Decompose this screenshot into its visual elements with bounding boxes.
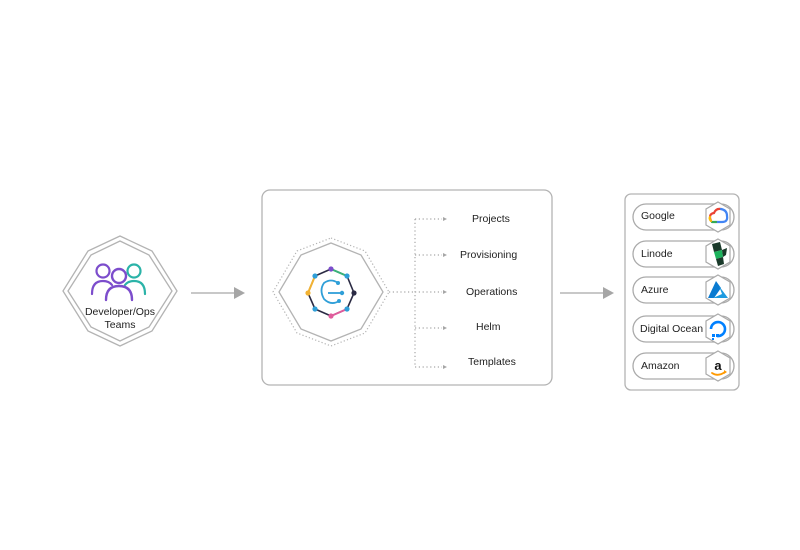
feature-helm: Helm bbox=[476, 321, 501, 333]
team-label: Developer/Ops Teams bbox=[70, 306, 170, 332]
platform-hexagon bbox=[272, 237, 390, 347]
provider-linode: Linode bbox=[641, 248, 673, 260]
platform-box bbox=[261, 189, 553, 386]
feature-branches bbox=[389, 218, 442, 368]
people-icon bbox=[90, 263, 147, 302]
feature-projects: Projects bbox=[472, 213, 510, 225]
team-hexagon bbox=[62, 235, 178, 347]
provider-amazon: Amazon bbox=[641, 360, 680, 372]
team-label-line2: Teams bbox=[104, 319, 136, 331]
svg-text:a: a bbox=[714, 358, 722, 373]
linode-icon bbox=[712, 242, 727, 266]
feature-operations: Operations bbox=[466, 286, 518, 298]
team-label-line1: Developer/Ops bbox=[84, 306, 156, 318]
digital-ocean-icon bbox=[709, 320, 727, 340]
arrow-to-providers bbox=[560, 287, 614, 299]
provider-digital-ocean: Digital Ocean bbox=[640, 323, 704, 335]
providers-box bbox=[624, 193, 740, 391]
feature-templates: Templates bbox=[468, 356, 516, 368]
provider-pills bbox=[632, 203, 735, 380]
azure-icon bbox=[708, 281, 728, 298]
feature-arrowheads bbox=[443, 217, 447, 369]
provider-azure: Azure bbox=[641, 284, 669, 296]
feature-provisioning: Provisioning bbox=[460, 249, 518, 261]
amazon-icon: a bbox=[711, 358, 727, 376]
platform-logo-icon bbox=[305, 266, 357, 319]
provider-google: Google bbox=[641, 210, 675, 222]
arrow-to-platform bbox=[191, 287, 245, 299]
google-cloud-icon bbox=[708, 207, 729, 224]
